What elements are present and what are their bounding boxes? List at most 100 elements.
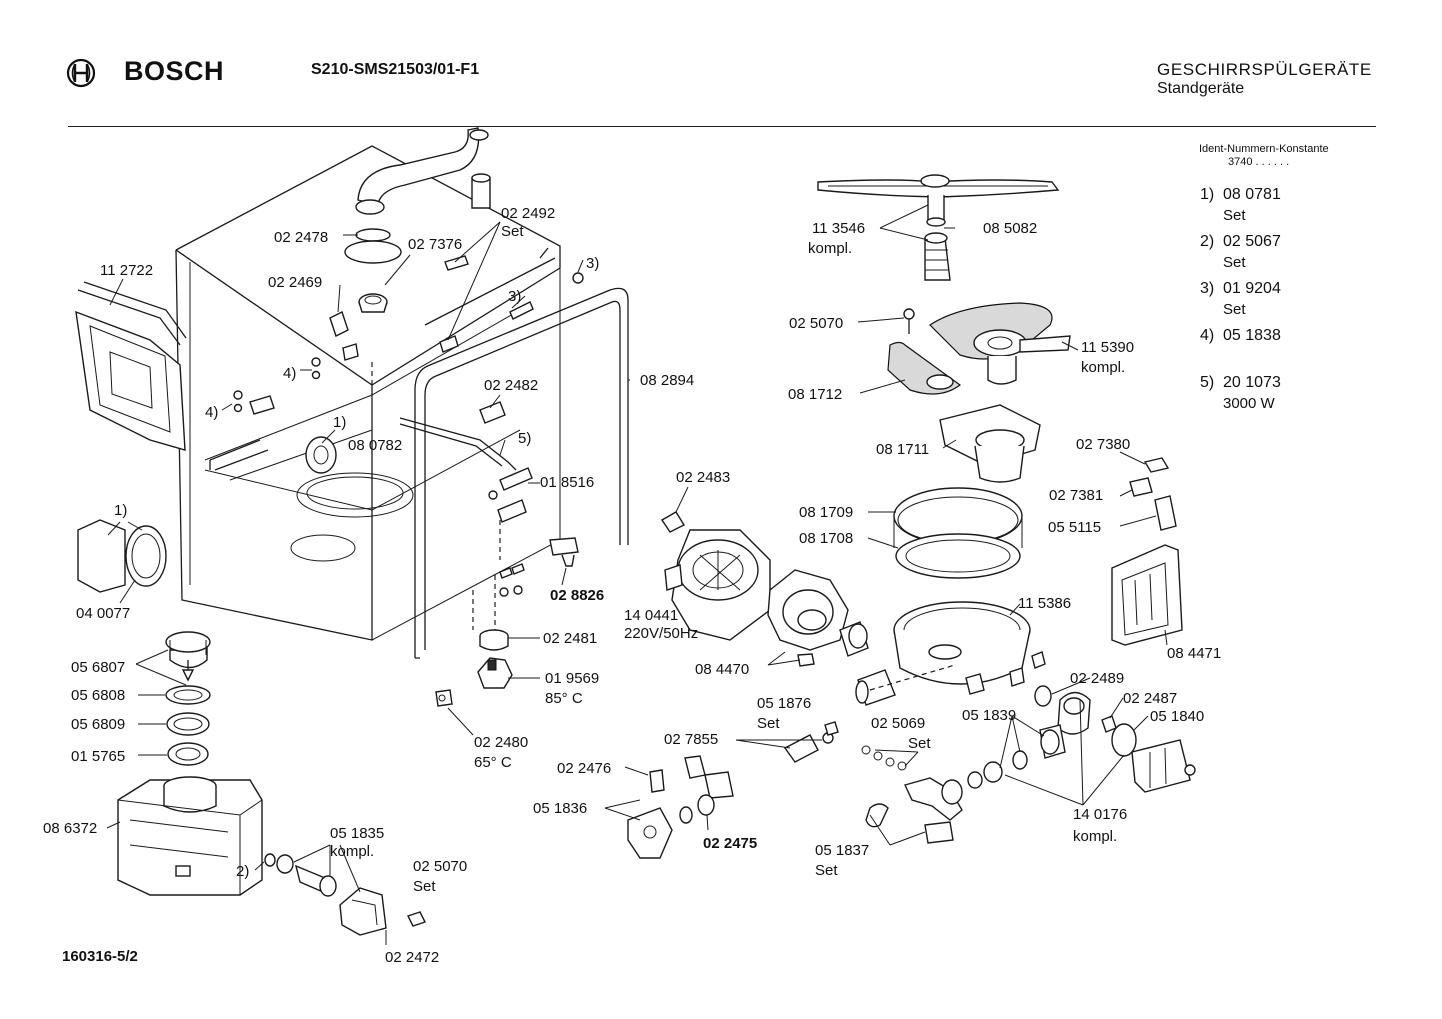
part-label: 05 1840 <box>1150 708 1204 725</box>
ident-constants-title: Ident-Nummern-Konstante <box>1199 143 1329 155</box>
part-label: 02 2487 <box>1123 690 1177 707</box>
inlet-valve-drawing <box>264 853 426 936</box>
bracket-seal-drawing <box>77 519 167 593</box>
circulation-pump-motor-drawing <box>661 511 956 706</box>
part-label: 3) <box>586 255 599 272</box>
part-label: 02 2476 <box>557 760 611 777</box>
reference-key-list: 1) 08 0781 Set 2) 02 5067 Set 3) 01 9204… <box>1200 186 1370 421</box>
appliance-subcategory: Standgeräte <box>1157 80 1245 97</box>
part-label: 02 7855 <box>664 731 718 748</box>
key-number: 5) <box>1200 374 1215 391</box>
key-number: 4) <box>1200 327 1215 344</box>
ident-constants-value: 3740 . . . . . . <box>1228 156 1290 168</box>
part-label: 08 1708 <box>799 530 853 547</box>
key-part-code: 08 0781 <box>1223 186 1281 203</box>
part-label: 08 4471 <box>1167 645 1221 662</box>
part-label: 08 5082 <box>983 220 1037 237</box>
part-label: 5) <box>518 430 531 447</box>
part-label: 02 8826 <box>550 587 604 604</box>
part-label: 2) <box>236 863 249 880</box>
part-label: 3) <box>508 288 521 305</box>
part-label: 01 8516 <box>540 474 594 491</box>
part-label: 05 6809 <box>71 716 125 733</box>
key-item: 1) 08 0781 Set <box>1200 186 1370 233</box>
side-panel-drawing <box>75 281 187 451</box>
key-item: 3) 01 9204 Set <box>1200 280 1370 327</box>
brand-name: BOSCH <box>124 56 225 86</box>
part-label: 05 6808 <box>71 687 125 704</box>
header-rule <box>68 126 1376 127</box>
part-label: 02 2475 <box>703 835 757 852</box>
drawing-number: 160316-5/2 <box>62 948 138 965</box>
part-label: 11 5386 <box>1018 595 1071 612</box>
bosch-armature-logo-icon <box>66 58 96 88</box>
part-label: 01 5765 <box>71 748 125 765</box>
part-label: 05 1836 <box>533 800 587 817</box>
key-part-code: 20 1073 <box>1223 374 1281 391</box>
part-label: 04 0077 <box>76 605 130 622</box>
key-note: Set <box>1223 301 1246 318</box>
filter-spray-assembly-drawing <box>887 302 1071 695</box>
part-label: 1) <box>114 502 127 519</box>
part-label: 02 7376 <box>408 236 462 253</box>
key-number: 2) <box>1200 233 1215 250</box>
part-label: 11 2722 <box>100 262 153 279</box>
part-label: 02 2482 <box>484 377 538 394</box>
key-number: 1) <box>1200 186 1215 203</box>
salt-container-drawing <box>117 631 263 896</box>
drain-pump-drawing <box>627 685 1196 859</box>
part-label: 1) <box>333 414 346 431</box>
part-label: 02 5070 <box>789 315 843 332</box>
part-label: 02 7380 <box>1076 436 1130 453</box>
part-label: 08 0782 <box>348 437 402 454</box>
key-item: 5) 20 1073 3000 W <box>1200 374 1370 421</box>
part-label: 02 2469 <box>268 274 322 291</box>
key-note: Set <box>1223 254 1246 271</box>
model-code: S210-SMS21503/01-F1 <box>311 61 480 78</box>
part-label: 08 4470 <box>695 661 749 678</box>
upper-spray-arm-drawing <box>817 174 1060 281</box>
part-label: 05 1839 <box>962 707 1016 724</box>
part-label: 02 2483 <box>676 469 730 486</box>
thermostat-drawing <box>435 629 513 707</box>
part-label: 02 2489 <box>1070 670 1124 687</box>
right-side-parts-drawing <box>1111 457 1183 646</box>
part-label: 4) <box>283 365 296 382</box>
key-part-code: 01 9204 <box>1223 280 1281 297</box>
part-label: 02 7381 <box>1049 487 1103 504</box>
part-label: 02 2481 <box>543 630 597 647</box>
part-label: 02 2478 <box>274 229 328 246</box>
key-part-code: 02 5067 <box>1223 233 1281 250</box>
part-label: 02 2472 <box>385 949 439 966</box>
wash-tub-drawing <box>175 127 629 659</box>
part-label: 08 1711 <box>876 441 929 458</box>
part-label: 05 6807 <box>71 659 125 676</box>
part-label: 08 1709 <box>799 504 853 521</box>
key-note: Set <box>1223 207 1246 224</box>
key-note: 3000 W <box>1223 395 1275 412</box>
key-part-code: 05 1838 <box>1223 327 1281 344</box>
key-number: 3) <box>1200 280 1215 297</box>
key-item: 2) 02 5067 Set <box>1200 233 1370 280</box>
appliance-category: GESCHIRRSPÜLGERÄTE <box>1157 60 1372 79</box>
part-label: 05 5115 <box>1048 519 1101 536</box>
part-label: 4) <box>205 404 218 421</box>
part-label: 08 2894 <box>640 372 694 389</box>
part-label: 08 1712 <box>788 386 842 403</box>
key-item: 4) 05 1838 <box>1200 327 1370 374</box>
